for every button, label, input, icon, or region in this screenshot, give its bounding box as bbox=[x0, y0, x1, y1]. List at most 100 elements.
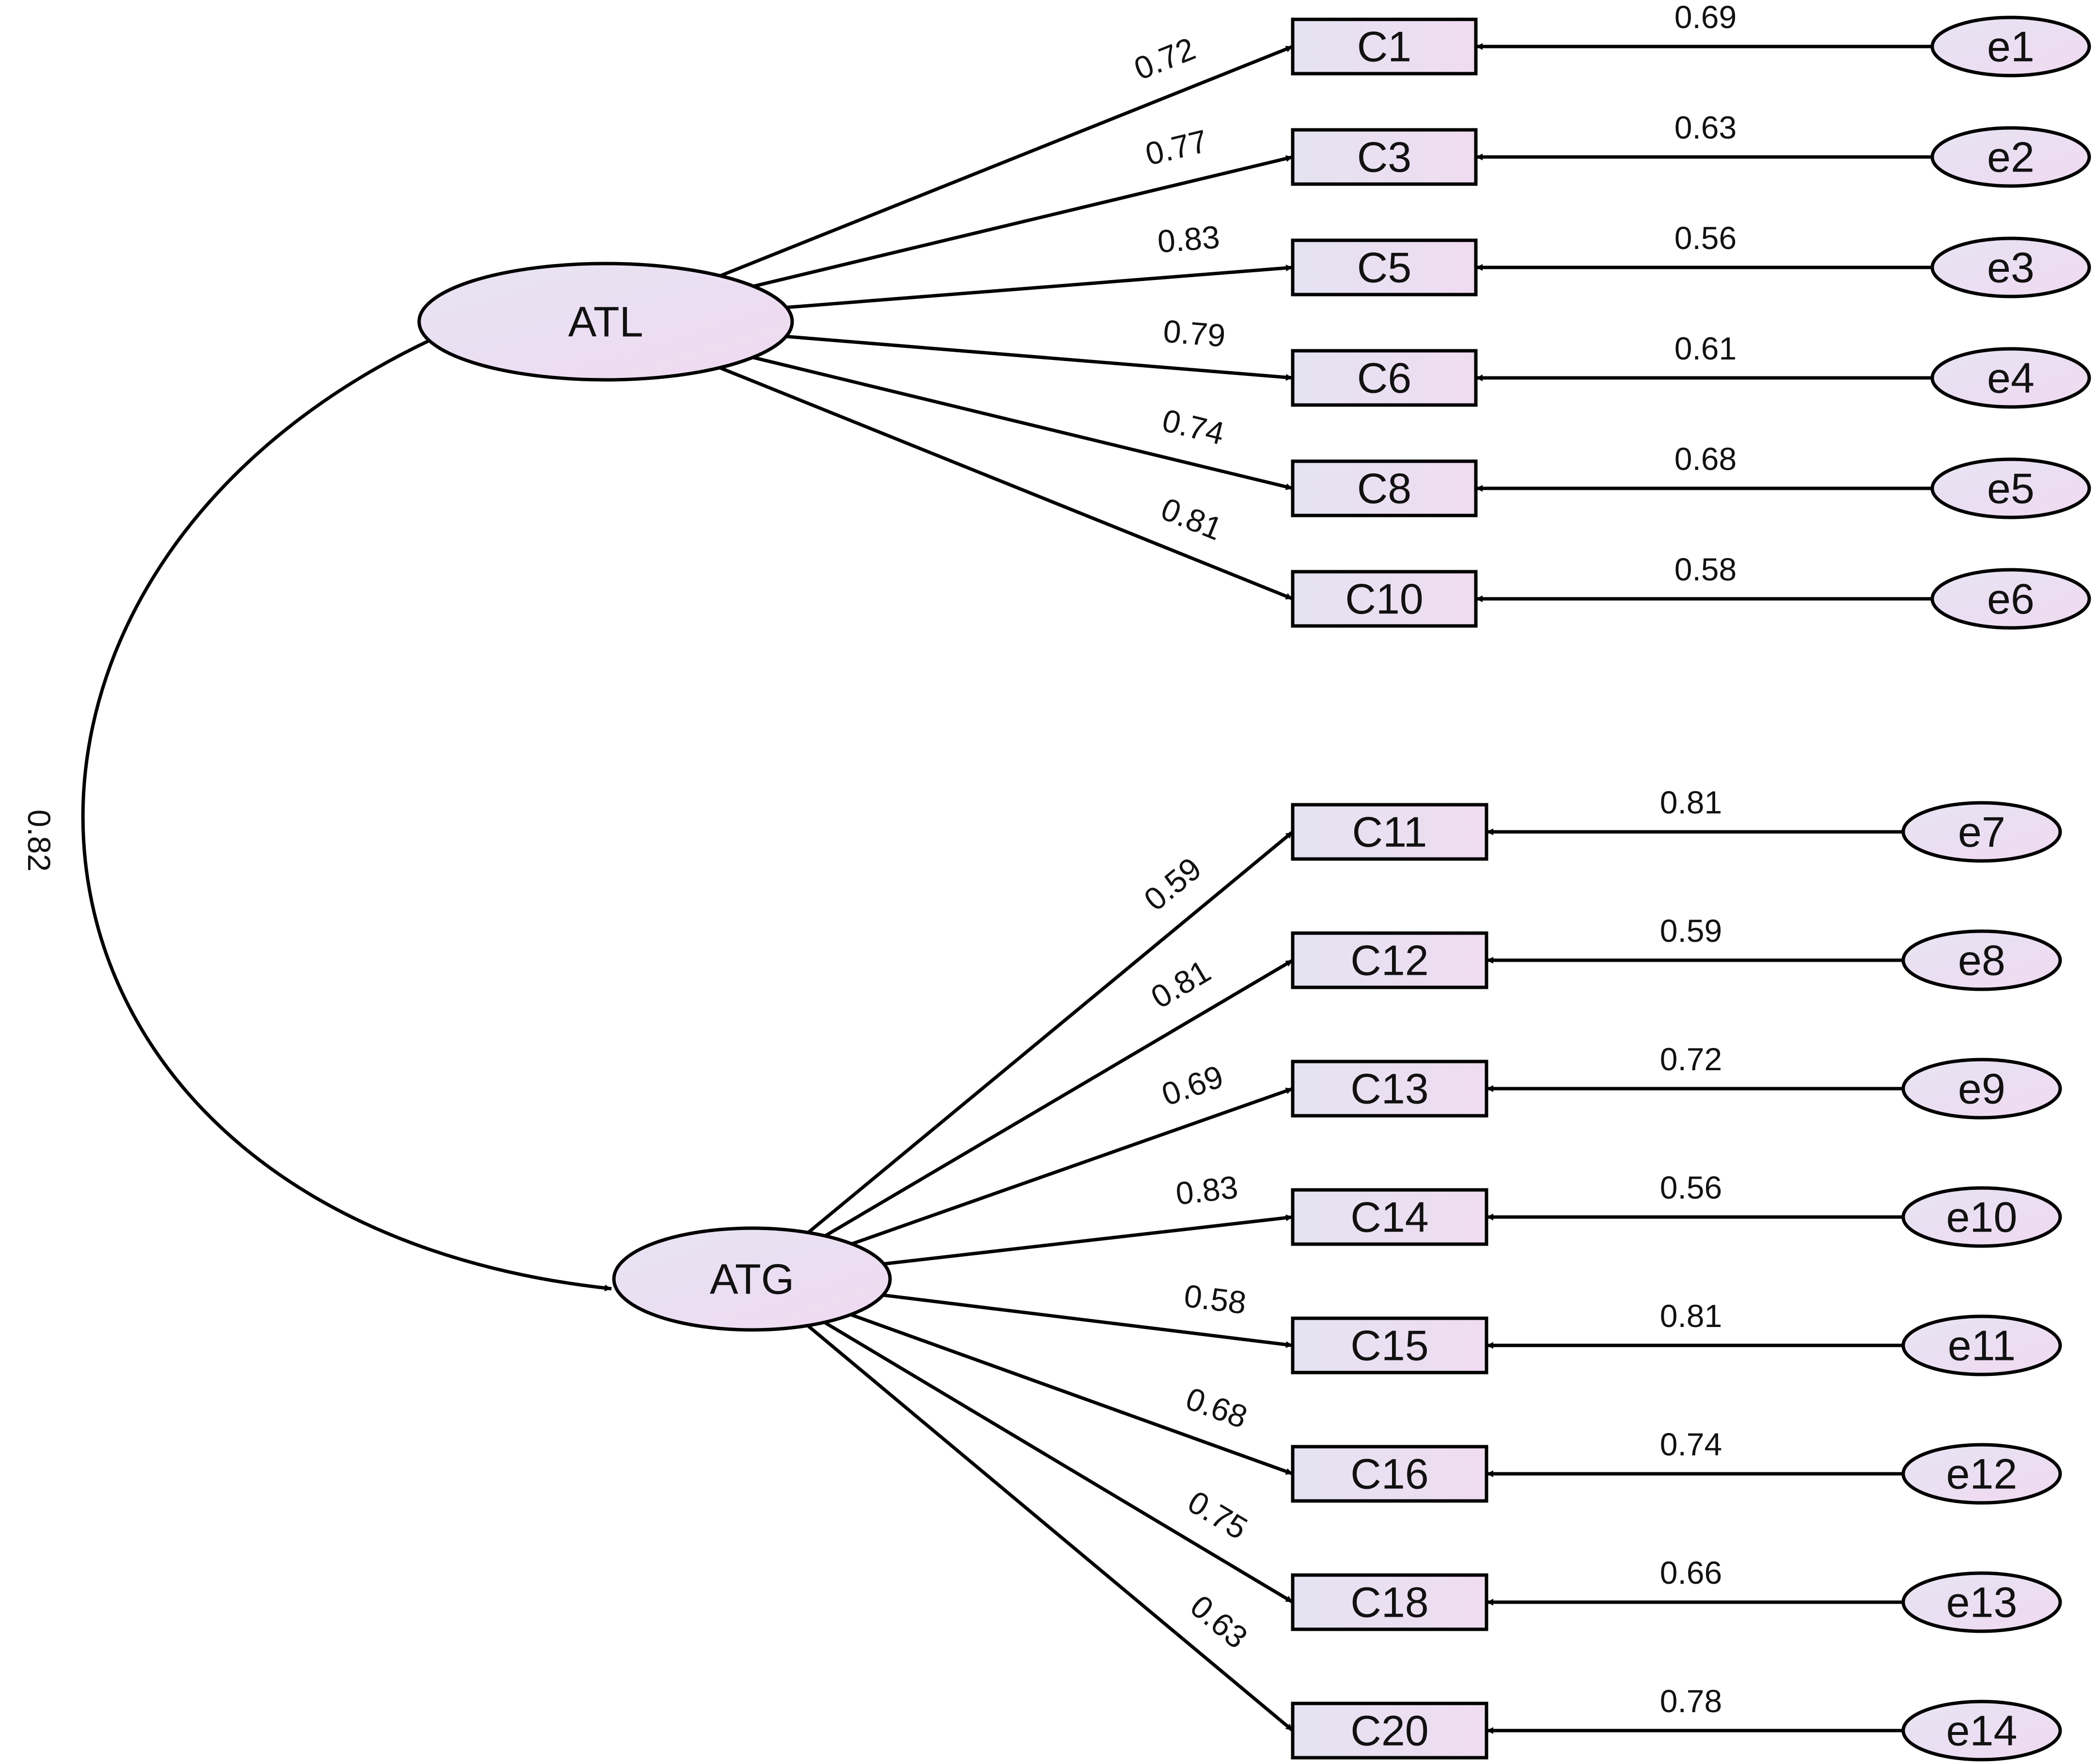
error-e2-label: e2 bbox=[1987, 133, 2034, 181]
loading-c14-arrow bbox=[883, 1214, 1293, 1266]
latent-atg-label: ATG bbox=[710, 1255, 794, 1303]
error-e10-weight: 0.56 bbox=[1660, 1170, 1722, 1205]
loading-c20-arrow bbox=[806, 1324, 1294, 1732]
indicator-c20-label: C20 bbox=[1350, 1707, 1428, 1755]
indicator-c11-label: C11 bbox=[1352, 808, 1427, 856]
error-e10-oval bbox=[1901, 1186, 2062, 1248]
error-e5-weight: 0.68 bbox=[1674, 441, 1737, 477]
error-e7-oval bbox=[1901, 801, 2062, 863]
loading-c11-value: 0.59 bbox=[1137, 850, 1208, 918]
latent-atl-oval bbox=[417, 262, 794, 382]
loading-c12-arrow bbox=[824, 958, 1294, 1237]
indicator-c5-label: C5 bbox=[1357, 244, 1412, 292]
indicator-c6-box bbox=[1291, 349, 1478, 407]
indicator-c11-box bbox=[1291, 803, 1488, 861]
loading-c13-value: 0.69 bbox=[1157, 1058, 1228, 1112]
error-e13-weight: 0.66 bbox=[1660, 1555, 1722, 1591]
loading-c3-arrow bbox=[753, 155, 1293, 288]
error-e12-oval bbox=[1901, 1443, 2062, 1505]
indicator-c15-label: C15 bbox=[1350, 1322, 1428, 1370]
error-e10-label: e10 bbox=[1946, 1193, 2018, 1241]
error-e1-label: e1 bbox=[1987, 23, 2034, 71]
edges-layer bbox=[81, 43, 1932, 1734]
indicator-c18-box bbox=[1291, 1573, 1488, 1631]
error-e8-oval bbox=[1901, 929, 2062, 991]
loading-c10-value: 0.81 bbox=[1156, 490, 1227, 547]
loading-c16-value: 0.68 bbox=[1181, 1380, 1252, 1435]
error-e14-weight: 0.78 bbox=[1660, 1683, 1722, 1719]
loading-c11-arrow bbox=[807, 830, 1294, 1234]
loading-c14-value: 0.83 bbox=[1174, 1169, 1240, 1212]
indicator-c3-box bbox=[1291, 128, 1478, 186]
error-e11-oval bbox=[1901, 1314, 2062, 1376]
error-e1-weight: 0.69 bbox=[1674, 0, 1737, 35]
loading-c8-arrow bbox=[752, 356, 1293, 490]
loading-c6-value: 0.79 bbox=[1162, 313, 1227, 354]
loading-c18-value: 0.75 bbox=[1182, 1483, 1253, 1546]
error-e5-oval bbox=[1930, 457, 2091, 519]
latent-atl-label: ATL bbox=[568, 298, 643, 346]
error-e7-label: e7 bbox=[1958, 808, 2005, 856]
error-e9-weight: 0.72 bbox=[1660, 1041, 1722, 1077]
error-e6-label: e6 bbox=[1987, 575, 2034, 623]
indicator-c20-box bbox=[1291, 1702, 1488, 1760]
loading-c16-arrow bbox=[850, 1313, 1294, 1476]
loading-c5-arrow bbox=[786, 265, 1293, 310]
indicator-c1-label: C1 bbox=[1357, 23, 1412, 71]
error-e3-weight: 0.56 bbox=[1674, 220, 1737, 256]
loading-c12-value: 0.81 bbox=[1145, 952, 1217, 1015]
indicator-c13-box bbox=[1291, 1060, 1488, 1118]
error-e13-oval bbox=[1901, 1571, 2062, 1633]
indicator-c1-box bbox=[1291, 17, 1478, 76]
indicator-c10-box bbox=[1291, 570, 1478, 628]
error-e4-label: e4 bbox=[1987, 354, 2034, 402]
latent-atg-oval bbox=[612, 1226, 892, 1332]
error-e11-weight: 0.81 bbox=[1660, 1298, 1722, 1334]
loading-c18-arrow bbox=[823, 1321, 1294, 1604]
loading-c1-arrow bbox=[720, 45, 1294, 278]
indicator-c12-box bbox=[1291, 931, 1488, 989]
indicator-c13-label: C13 bbox=[1350, 1065, 1428, 1113]
error-e6-oval bbox=[1930, 568, 2091, 630]
indicator-c8-box bbox=[1291, 459, 1478, 517]
loading-c15-value: 0.58 bbox=[1182, 1278, 1249, 1321]
error-e9-label: e9 bbox=[1958, 1065, 2005, 1113]
indicator-c14-box bbox=[1291, 1188, 1488, 1246]
loading-c10-arrow bbox=[719, 366, 1294, 601]
error-e11-label: e11 bbox=[1948, 1322, 2016, 1370]
error-e5-label: e5 bbox=[1987, 465, 2034, 513]
indicator-c6-label: C6 bbox=[1357, 354, 1412, 402]
indicator-c10-label: C10 bbox=[1345, 575, 1423, 623]
error-e13-label: e13 bbox=[1946, 1578, 2018, 1626]
indicator-c14-label: C14 bbox=[1350, 1193, 1428, 1241]
error-e6-weight: 0.58 bbox=[1674, 551, 1737, 587]
error-e1-oval bbox=[1930, 16, 2091, 78]
error-e2-oval bbox=[1930, 126, 2091, 188]
error-e3-label: e3 bbox=[1987, 244, 2034, 292]
error-e4-oval bbox=[1930, 347, 2091, 409]
error-e14-label: e14 bbox=[1946, 1707, 2018, 1755]
indicator-c12-label: C12 bbox=[1350, 937, 1428, 984]
indicator-c16-box bbox=[1291, 1445, 1488, 1503]
error-e14-oval bbox=[1901, 1700, 2062, 1762]
error-e12-weight: 0.74 bbox=[1660, 1426, 1722, 1462]
indicator-c18-label: C18 bbox=[1350, 1578, 1428, 1626]
loading-c1-value: 0.72 bbox=[1129, 31, 1200, 87]
error-e8-weight: 0.59 bbox=[1660, 913, 1722, 949]
loading-c3-value: 0.77 bbox=[1142, 123, 1211, 172]
error-e3-oval bbox=[1930, 236, 2091, 298]
loading-c13-arrow bbox=[851, 1087, 1294, 1246]
error-e12-label: e12 bbox=[1946, 1450, 2018, 1498]
loading-c15-arrow bbox=[882, 1293, 1293, 1348]
indicator-c15-box bbox=[1291, 1316, 1488, 1374]
error-e2-weight: 0.63 bbox=[1674, 109, 1737, 145]
nodes-layer bbox=[417, 16, 2091, 1762]
error-e7-weight: 0.81 bbox=[1660, 784, 1722, 820]
loading-c5-value: 0.83 bbox=[1156, 219, 1221, 260]
error-e8-label: e8 bbox=[1958, 937, 2005, 984]
correlation-arrow bbox=[81, 334, 612, 1292]
correlation-value: 0.82 bbox=[21, 810, 57, 872]
error-e9-oval bbox=[1901, 1058, 2062, 1120]
loading-c20-value: 0.63 bbox=[1184, 1588, 1254, 1655]
